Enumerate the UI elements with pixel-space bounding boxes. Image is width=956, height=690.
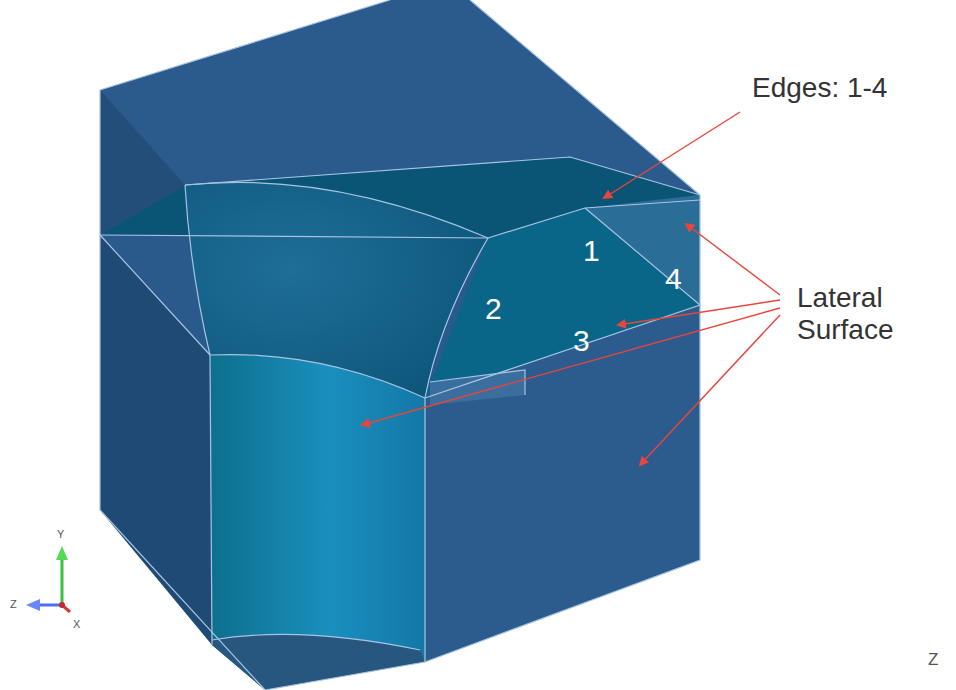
axis-label: X (73, 618, 80, 631)
callout-number: 1 (583, 234, 600, 269)
axis-label: Z (10, 598, 17, 611)
callout-number: 4 (665, 262, 682, 297)
callout-number: 3 (573, 324, 590, 359)
callout-title: Edges: 1-4 (752, 72, 887, 104)
axis-triad (26, 546, 70, 612)
corner-mark: Z (928, 650, 938, 670)
callout-number: 2 (485, 292, 502, 327)
axis-label: Y (57, 528, 64, 541)
callout-label: Lateral Surface (797, 282, 937, 346)
